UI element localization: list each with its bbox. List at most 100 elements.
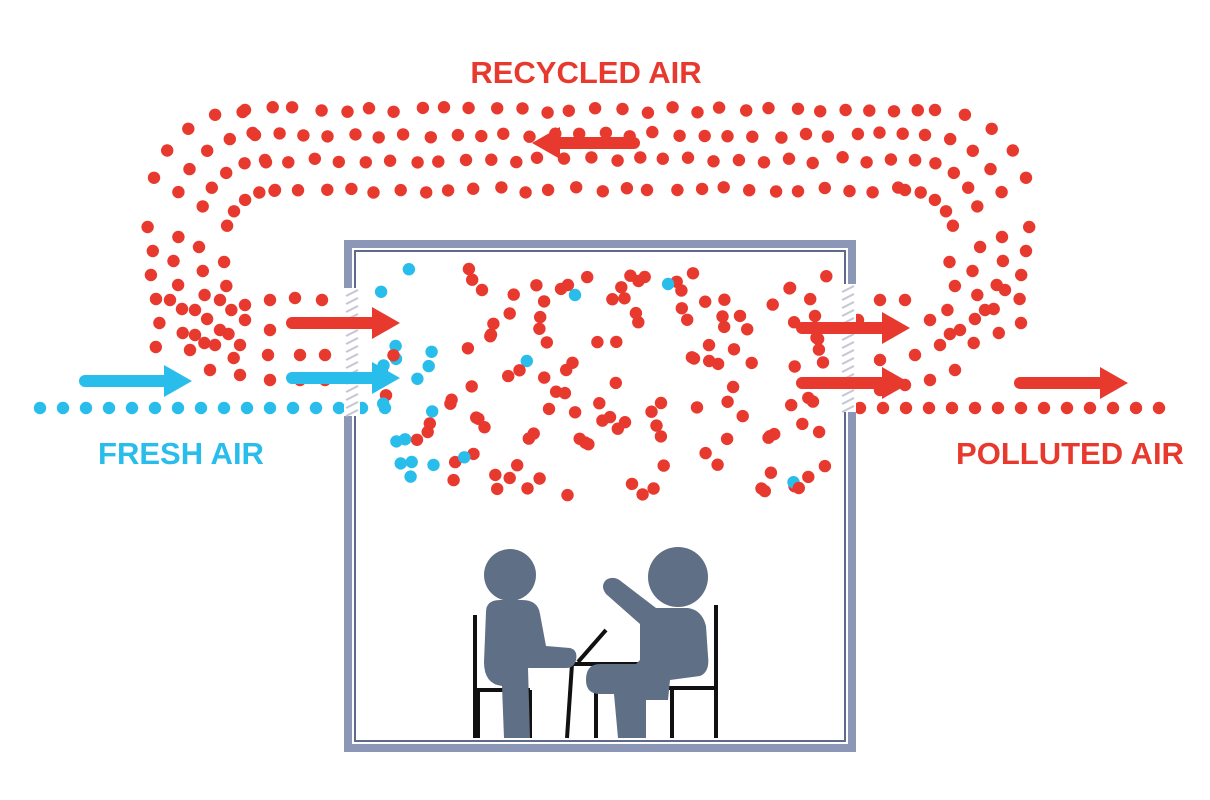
air-particle: [654, 396, 668, 410]
air-particle: [377, 397, 390, 410]
air-particle: [820, 270, 833, 283]
air-particle: [745, 356, 758, 370]
air-particle: [711, 357, 725, 371]
air-particle: [944, 132, 957, 146]
air-particle: [148, 401, 162, 415]
air-particle: [962, 181, 975, 194]
air-particle: [673, 129, 686, 142]
arrow-right-icon: [1014, 367, 1128, 399]
air-particle: [743, 184, 756, 197]
air-particle: [308, 152, 321, 165]
air-particle: [591, 335, 604, 349]
air-particle: [785, 398, 798, 412]
air-particle: [914, 186, 927, 199]
air-particle: [1060, 401, 1074, 415]
air-particle: [487, 317, 500, 330]
air-particle: [288, 291, 302, 305]
air-particle: [699, 295, 712, 308]
air-particle: [958, 108, 972, 122]
air-particle: [530, 279, 543, 292]
air-particle: [402, 263, 416, 276]
air-particle: [702, 338, 716, 352]
air-particle: [507, 288, 520, 301]
air-particle: [898, 293, 912, 307]
inlet-vent: [344, 288, 360, 417]
air-particle: [645, 405, 658, 418]
air-particle: [432, 155, 445, 168]
air-particle: [1106, 401, 1120, 415]
air-particle: [79, 401, 93, 415]
air-particle: [690, 401, 704, 414]
air-particle: [698, 129, 711, 143]
air-particle: [851, 127, 865, 141]
room-wall: [344, 240, 856, 752]
air-particle: [332, 401, 346, 415]
air-particle: [967, 336, 980, 350]
air-particle: [263, 323, 277, 337]
air-particle: [286, 401, 300, 415]
arrow-right-icon: [796, 312, 910, 344]
air-particle: [285, 101, 299, 114]
air-particle: [732, 153, 746, 167]
air-particle: [899, 401, 913, 415]
air-particle: [933, 338, 947, 352]
air-particle: [444, 397, 457, 410]
air-particle: [968, 312, 982, 326]
air-particle: [808, 309, 822, 323]
air-particle: [427, 458, 440, 472]
air-particle: [884, 153, 898, 166]
air-particle: [799, 127, 813, 141]
air-particle: [521, 482, 534, 495]
air-particle: [1019, 244, 1033, 258]
air-particle: [238, 298, 252, 312]
air-particle: [675, 284, 688, 297]
air-particle: [876, 401, 890, 415]
air-particle: [1006, 144, 1019, 157]
air-particle: [896, 127, 909, 140]
air-particle: [188, 328, 202, 342]
air-particle: [985, 122, 998, 135]
air-particle: [359, 156, 372, 169]
air-particle: [441, 184, 455, 197]
air-particle: [968, 401, 982, 415]
air-particle: [205, 181, 218, 194]
air-particle: [497, 127, 510, 140]
air-particle: [416, 101, 430, 115]
air-particle: [640, 183, 654, 197]
air-particle: [736, 409, 749, 423]
air-particle: [948, 279, 962, 293]
air-particle: [671, 183, 684, 197]
air-particle: [843, 184, 856, 198]
air-particle: [56, 401, 70, 415]
air-particle: [624, 269, 637, 282]
air-particle: [746, 130, 759, 143]
air-particle: [537, 295, 551, 308]
air-particle: [561, 488, 574, 502]
air-particle: [887, 105, 901, 118]
air-particle: [203, 363, 217, 377]
air-particle: [898, 183, 912, 197]
air-particle: [681, 151, 695, 164]
air-particle: [362, 102, 376, 115]
air-particle: [466, 273, 479, 286]
air-particle: [318, 348, 332, 362]
air-particle: [647, 482, 660, 495]
fresh-air-label: FRESH AIR: [98, 436, 264, 471]
air-particle: [836, 151, 849, 164]
air-particle: [248, 128, 262, 142]
air-particle: [523, 130, 536, 143]
air-particle: [568, 288, 582, 302]
air-particle: [387, 105, 400, 119]
air-particle: [458, 451, 471, 464]
air-particle: [462, 262, 476, 276]
air-particle: [263, 401, 277, 415]
air-particle: [792, 481, 805, 495]
air-particle: [812, 343, 826, 356]
air-particle: [404, 470, 417, 483]
air-particle: [718, 320, 731, 334]
air-particle: [568, 406, 582, 419]
air-particle: [699, 446, 712, 460]
air-particle: [616, 102, 629, 116]
air-particle: [821, 130, 835, 143]
air-particle: [153, 316, 166, 330]
